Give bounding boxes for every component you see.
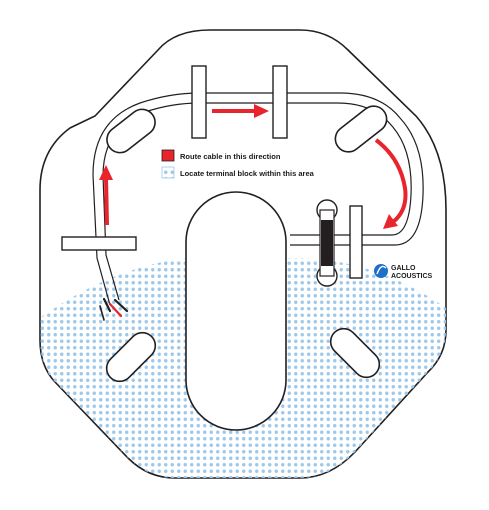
gallo-acoustics-logo: GALLO ACOUSTICS	[374, 264, 433, 280]
legend: Route cable in this direction Locate ter…	[161, 149, 315, 179]
terminal-post	[316, 199, 338, 287]
cable-wire-ends	[99, 297, 129, 321]
route-arrow-top	[212, 104, 269, 118]
cable-clamp-right	[349, 205, 363, 279]
lower-right-slot	[329, 327, 381, 379]
legend-route-swatch	[161, 149, 175, 162]
upper-left-slot	[106, 108, 156, 154]
route-arrow-left	[99, 165, 113, 226]
brand-name-line1: GALLO	[391, 265, 416, 272]
legend-terminal-label: Locate terminal block within this area	[180, 169, 315, 178]
legend-route-label: Route cable in this direction	[180, 152, 281, 161]
brand-name-line2: ACOUSTICS	[391, 273, 433, 280]
upper-right-slot	[334, 105, 388, 153]
cable-clamp-left	[61, 236, 137, 251]
center-slot	[185, 191, 287, 431]
lower-left-slot	[105, 331, 157, 383]
legend-terminal-swatch	[161, 166, 175, 179]
route-arrow-right	[374, 138, 408, 229]
cable-clamp-top-left	[191, 65, 207, 139]
gallo-logo-icon	[374, 264, 388, 278]
cable-clamp-top-right	[272, 65, 288, 139]
